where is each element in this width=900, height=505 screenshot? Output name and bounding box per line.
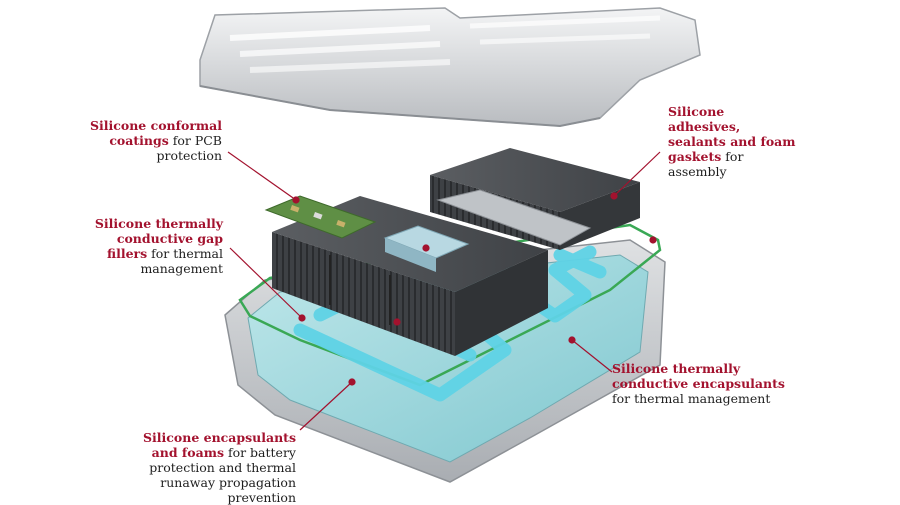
callout-gap-title: Silicone thermally conductive gap filler… (94, 216, 223, 261)
leader-lines (227, 151, 661, 431)
callout-pcb-coatings: Silicone conformal coatings for PCB prot… (86, 118, 222, 163)
callout-encapsulants-foams: Silicone encapsulants and foams for batt… (140, 430, 296, 505)
callout-adhesives-text: for assembly (668, 149, 744, 179)
callout-gap-text: for thermal management (140, 246, 223, 276)
callout-encapsulants-title: Silicone thermally conductive encapsulan… (612, 361, 785, 391)
busbar (436, 189, 592, 246)
callout-pcb-text: for PCB protection (156, 133, 222, 163)
callout-pcb-title: Silicone conformal coatings (89, 118, 222, 148)
pack-lid (199, 7, 701, 128)
callout-gap-fillers: Silicone thermally conductive gap filler… (88, 216, 223, 276)
callout-foams-title: Silicone encapsulants and foams (143, 430, 296, 460)
callout-encapsulants: Silicone thermally conductive encapsulan… (612, 361, 802, 406)
callout-adhesives: Silicone adhesives, sealants and foam ga… (668, 104, 800, 179)
callout-adhesives-title: Silicone adhesives, sealants and foam ga… (668, 104, 796, 164)
callout-encapsulants-text: for thermal management (612, 391, 771, 406)
pcb-board (264, 195, 377, 239)
gap-filler-pad (383, 225, 470, 272)
